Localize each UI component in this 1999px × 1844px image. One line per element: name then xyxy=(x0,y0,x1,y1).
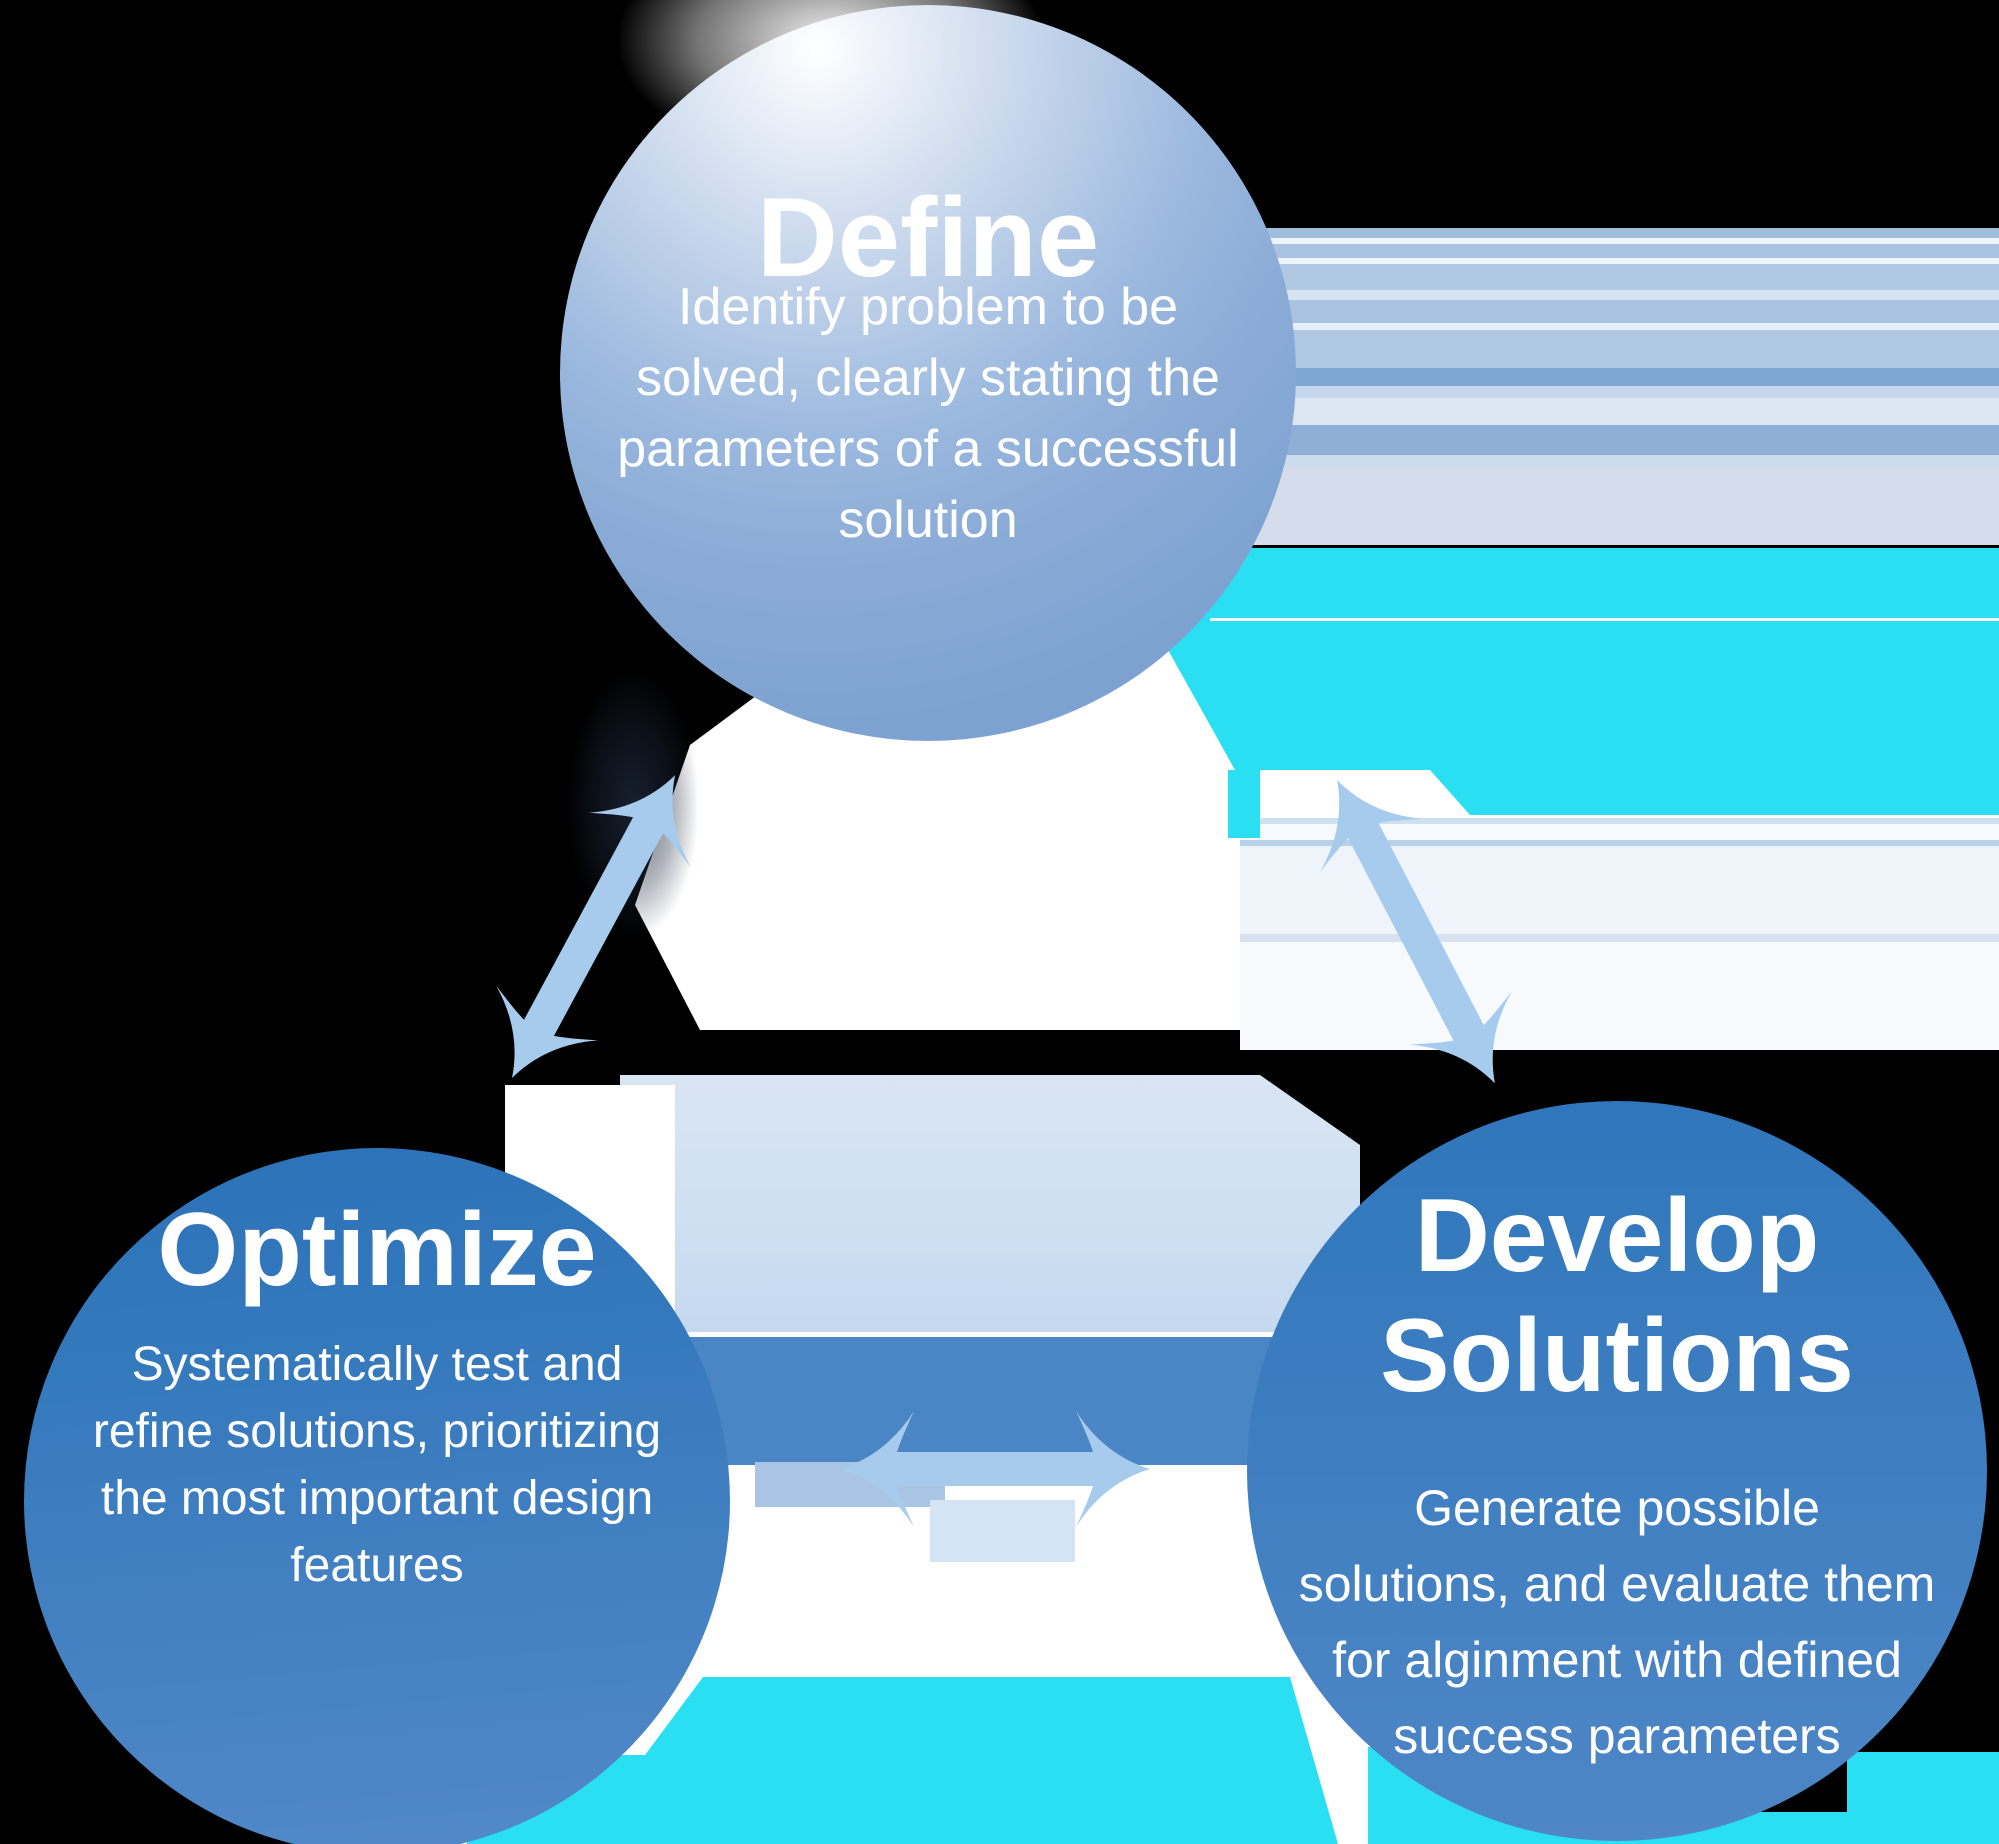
define-body-line: solution xyxy=(838,491,1018,549)
background-light-band-2 xyxy=(930,1500,1075,1562)
define-body: Identify problem to be solved, clearly s… xyxy=(588,272,1268,556)
define-body-line: parameters of a successful xyxy=(617,420,1239,478)
double-arrow-icon-left xyxy=(496,775,692,1078)
optimize-body-line: the most important design xyxy=(100,1472,654,1525)
define-title: Define xyxy=(756,175,1100,300)
develop-title-line: Solutions xyxy=(1380,1298,1854,1414)
define-body-line: Identify problem to be xyxy=(677,278,1179,336)
optimize-body-line: Systematically test and xyxy=(131,1338,623,1391)
define-body-line: solved, clearly stating the xyxy=(636,349,1220,407)
optimize-title: Optimize xyxy=(157,1192,597,1308)
develop-body-line: Generate possible xyxy=(1414,1480,1820,1536)
background-cyan-rect-2 xyxy=(1847,1752,1999,1844)
optimize-body-line: refine solutions, prioritizing xyxy=(92,1405,662,1458)
background-center-wash xyxy=(620,1075,1360,1337)
optimize-body: Systematically test and refine solutions… xyxy=(40,1331,714,1599)
background-white-line xyxy=(1210,618,1999,621)
develop-body-line: for alginment with defined xyxy=(1332,1632,1902,1688)
background-cyan-column xyxy=(1228,770,1260,838)
develop-title: Develop Solutions xyxy=(1247,1176,1987,1416)
optimize-circle xyxy=(24,1148,730,1844)
develop-body-line: solutions, and evaluate them xyxy=(1298,1556,1936,1612)
optimize-body-line: features xyxy=(290,1539,464,1592)
background-band-top-line xyxy=(600,1332,1400,1337)
double-arrow-icon-bottom xyxy=(840,1411,1150,1527)
develop-body: Generate possible solutions, and evaluat… xyxy=(1260,1470,1974,1774)
double-arrow-icon-right xyxy=(1319,780,1513,1084)
develop-body-line: success parameters xyxy=(1393,1708,1841,1764)
develop-solutions-circle xyxy=(1247,1101,1987,1841)
develop-title-line: Develop xyxy=(1414,1178,1820,1294)
define-circle xyxy=(560,5,1296,741)
